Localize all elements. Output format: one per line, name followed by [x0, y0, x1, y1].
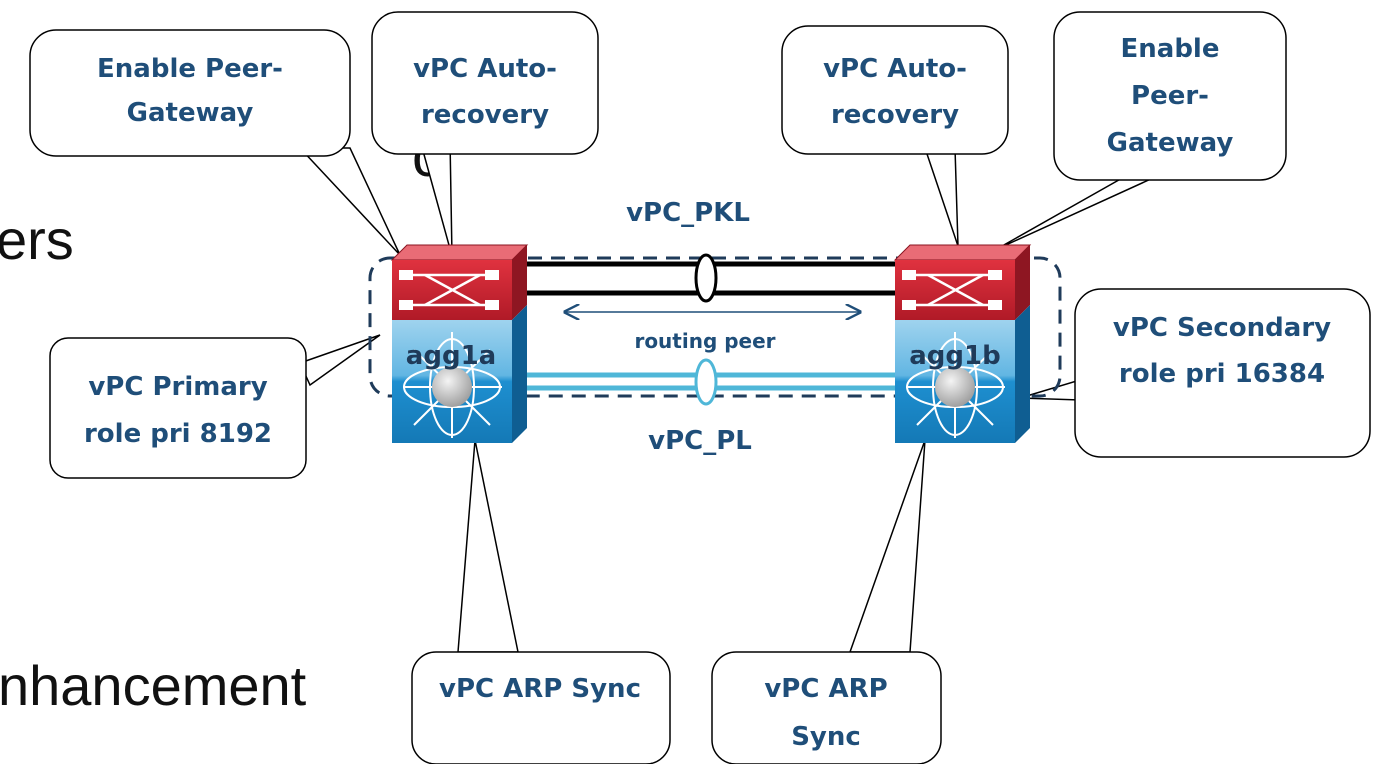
callout-left-peer-gateway [29, 29, 351, 157]
pkl-bundle-icon [694, 253, 718, 303]
label-vpc-pl: vPC_PL [648, 426, 752, 456]
callout-secondary-line2: role pri 16384 [1119, 359, 1325, 389]
callout-right-peer-gateway-line1: Enable [1121, 34, 1220, 64]
callout-left-auto-recovery-line1: vPC Auto- [413, 54, 557, 84]
callout-right-peer-gateway-line3: Gateway [1107, 128, 1234, 158]
callout-right-peer-gateway [1053, 11, 1287, 181]
callout-arp-sync-left [411, 651, 671, 764]
background-text-enhancement: nhancement [0, 654, 307, 717]
callout-secondary [1074, 288, 1371, 458]
callout-primary-line2: role pri 8192 [84, 419, 272, 449]
callout-boxes [29, 11, 1371, 764]
callout-tails [298, 139, 1176, 653]
callout-left-auto-recovery-line2: recovery [421, 100, 549, 130]
switch-agg1b [893, 244, 1032, 443]
switch-agg1a [390, 244, 529, 443]
callout-left-peer-gateway-line2: Gateway [127, 98, 254, 128]
vpc-pl-link [512, 358, 895, 406]
callout-secondary-line1: vPC Secondary [1113, 313, 1331, 343]
callout-arp-sync-left-line1: vPC ARP Sync [439, 674, 641, 704]
callout-primary-line1: vPC Primary [88, 372, 267, 402]
callout-primary [49, 337, 307, 479]
callout-right-auto-recovery [781, 25, 1009, 155]
callout-left-peer-gateway-line1: Enable Peer- [97, 54, 283, 84]
callout-arp-sync-right [711, 651, 942, 764]
switch-label-agg1a: agg1a [406, 341, 496, 371]
callout-arp-sync-right-line2: Sync [791, 722, 861, 752]
callout-right-peer-gateway-line2: Peer- [1131, 81, 1209, 111]
callout-right-auto-recovery-line2: recovery [831, 100, 959, 130]
background-text-ers: ers [0, 208, 74, 271]
vpc-pkl-link [512, 253, 895, 303]
label-vpc-pkl: vPC_PKL [626, 198, 750, 228]
callout-left-auto-recovery [371, 11, 599, 155]
callout-arp-sync-right-line1: vPC ARP [764, 674, 887, 704]
pl-bundle-icon [694, 358, 718, 406]
switch-label-agg1b: agg1b [909, 341, 1000, 371]
callout-right-auto-recovery-line1: vPC Auto- [823, 54, 967, 84]
label-routing-peer: routing peer [634, 329, 775, 353]
